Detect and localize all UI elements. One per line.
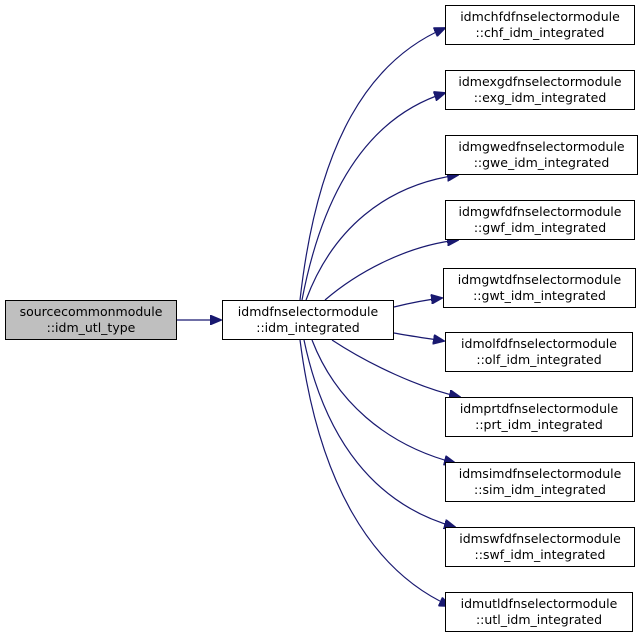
node-label-line1: idmgwtdfnselectormodule bbox=[457, 272, 622, 287]
node-label-line2: ::idm_integrated bbox=[256, 320, 360, 335]
node-label-line2: ::idm_utl_type bbox=[46, 320, 136, 335]
node-label-line1: idmexgdfnselectormodule bbox=[458, 74, 622, 89]
node-idmutldfnselectormodule[interactable]: idmutldfnselectormodule ::utl_idm_integr… bbox=[445, 592, 633, 632]
node-label-line2: ::gwf_idm_integrated bbox=[473, 220, 607, 235]
node-label-line1: idmgwedfnselectormodule bbox=[458, 139, 625, 154]
node-label-line2: ::chf_idm_integrated bbox=[475, 25, 605, 40]
edge-center-to-swf bbox=[303, 339, 455, 527]
edge-center-to-gwf bbox=[324, 240, 458, 301]
node-label-line1: idmchfdfnselectormodule bbox=[460, 9, 620, 24]
node-idmexgdfnselectormodule[interactable]: idmexgdfnselectormodule ::exg_idm_integr… bbox=[445, 70, 635, 110]
node-label-line2: ::gwt_idm_integrated bbox=[473, 288, 606, 303]
edge-center-to-gwe bbox=[305, 175, 458, 301]
edge-center-to-chf bbox=[299, 28, 445, 301]
edge-center-to-prt bbox=[331, 339, 460, 397]
node-idmgwtdfnselectormodule[interactable]: idmgwtdfnselectormodule ::gwt_idm_integr… bbox=[443, 268, 636, 308]
edge-center-to-utl bbox=[299, 339, 450, 606]
edge-center-to-olf bbox=[393, 332, 444, 341]
node-idmdfnselectormodule[interactable]: idmdfnselectormodule ::idm_integrated bbox=[222, 300, 394, 340]
node-idmolfdfnselectormodule[interactable]: idmolfdfnselectormodule ::olf_idm_integr… bbox=[445, 332, 633, 372]
node-idmprtdfnselectormodule[interactable]: idmprtdfnselectormodule ::prt_idm_integr… bbox=[445, 397, 633, 437]
node-label-line2: ::gwe_idm_integrated bbox=[473, 155, 610, 170]
node-label-line1: idmutldfnselectormodule bbox=[460, 596, 618, 611]
node-label-line2: ::sim_idm_integrated bbox=[474, 482, 606, 497]
node-label-line2: ::prt_idm_integrated bbox=[475, 417, 603, 432]
node-idmchfdfnselectormodule[interactable]: idmchfdfnselectormodule ::chf_idm_integr… bbox=[445, 5, 635, 45]
node-label-line1: idmsimdfnselectormodule bbox=[458, 466, 622, 481]
node-label-line1: idmswfdfnselectormodule bbox=[459, 531, 621, 546]
edge-center-to-sim bbox=[311, 339, 455, 463]
node-label-line2: ::swf_idm_integrated bbox=[474, 547, 606, 562]
node-idmswfdfnselectormodule[interactable]: idmswfdfnselectormodule ::swf_idm_integr… bbox=[445, 527, 635, 567]
node-label-line2: ::exg_idm_integrated bbox=[473, 90, 607, 105]
node-idmsimdfnselectormodule[interactable]: idmsimdfnselectormodule ::sim_idm_integr… bbox=[445, 462, 635, 502]
node-label-line2: ::utl_idm_integrated bbox=[475, 612, 603, 627]
node-label-line1: idmdfnselectormodule bbox=[237, 304, 379, 319]
node-idmgwedfnselectormodule[interactable]: idmgwedfnselectormodule ::gwe_idm_integr… bbox=[445, 135, 638, 175]
node-label-line1: idmprtdfnselectormodule bbox=[459, 401, 619, 416]
node-label-line1: sourcecommonmodule bbox=[19, 304, 163, 319]
node-label-line1: idmolfdfnselectormodule bbox=[461, 336, 617, 351]
node-sourcecommonmodule[interactable]: sourcecommonmodule ::idm_utl_type bbox=[5, 300, 177, 340]
edge-center-to-exg bbox=[301, 93, 445, 301]
node-label-line1: idmgwfdfnselectormodule bbox=[458, 204, 622, 219]
node-label-line2: ::olf_idm_integrated bbox=[476, 352, 602, 367]
edge-center-to-gwt bbox=[393, 298, 442, 308]
node-idmgwfdfnselectormodule[interactable]: idmgwfdfnselectormodule ::gwf_idm_integr… bbox=[445, 200, 635, 240]
